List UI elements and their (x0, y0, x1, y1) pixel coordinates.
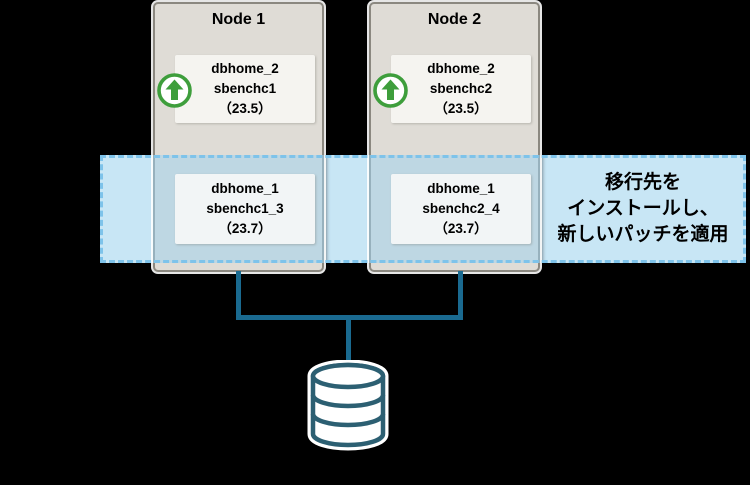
dbhome-instance: sbenchc2_4 (422, 201, 500, 216)
up-arrow-circle-icon (372, 72, 409, 109)
dbhome-name: dbhome_2 (211, 61, 279, 76)
annotation-line: 新しいパッチを適用 (557, 224, 729, 245)
node1-dbhome1-box: dbhome_1 sbenchc1_3 （23.7） (175, 174, 315, 244)
database-cylinder-icon (303, 359, 393, 452)
annotation-line: 移行先を (604, 172, 681, 193)
up-arrow-circle-icon (156, 72, 193, 109)
node2-dbhome2-box: dbhome_2 sbenchc2 （23.5） (391, 55, 531, 123)
node1-title: Node 1 (211, 11, 266, 28)
dbhome-name: dbhome_1 (211, 181, 279, 196)
node1-connector-line (236, 271, 241, 319)
dbhome-instance: sbenchc1 (213, 81, 277, 96)
annotation-line: インストールし、 (567, 198, 719, 219)
database-connector-line (346, 315, 351, 368)
node2-dbhome1-box: dbhome_1 sbenchc2_4 （23.7） (391, 174, 531, 244)
dbhome-name: dbhome_1 (427, 181, 495, 196)
node2-connector-line (458, 271, 463, 319)
dbhome-version: （23.7） (218, 221, 272, 236)
dbhome-version: （23.5） (218, 101, 272, 116)
node2-title: Node 2 (427, 11, 482, 28)
migration-annotation: 移行先を インストールし、 新しいパッチを適用 (540, 155, 746, 263)
dbhome-name: dbhome_2 (427, 61, 495, 76)
dbhome-instance: sbenchc2 (429, 81, 493, 96)
dbhome-version: （23.7） (434, 221, 488, 236)
dbhome-instance: sbenchc1_3 (206, 201, 284, 216)
node1-dbhome2-box: dbhome_2 sbenchc1 （23.5） (175, 55, 315, 123)
dbhome-version: （23.5） (434, 101, 488, 116)
